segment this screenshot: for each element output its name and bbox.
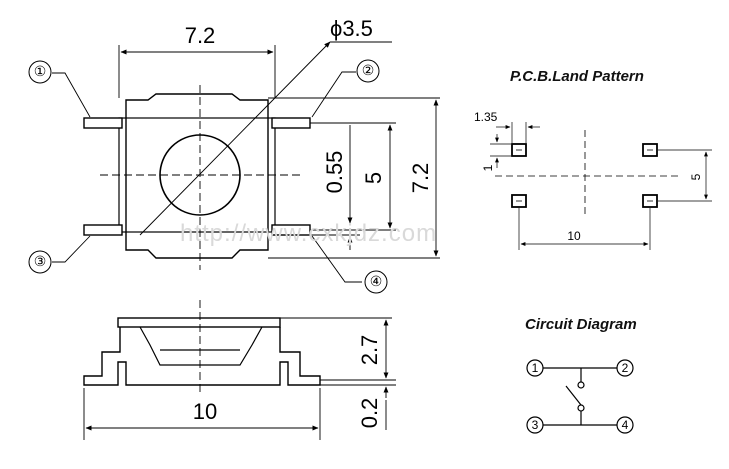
pcb-land-pattern	[490, 122, 712, 250]
pcb-vertical-label: 5	[689, 173, 703, 180]
pin-3-leader	[52, 235, 91, 263]
side-length-label: 10	[193, 399, 217, 424]
terminal-2-number: 2	[622, 361, 629, 375]
pin-3-marker	[28, 250, 52, 274]
side-dome	[139, 326, 263, 366]
pin-1-leader	[52, 72, 91, 118]
pcb-small-label: 1	[481, 164, 495, 171]
pcb-pad-2	[642, 143, 658, 157]
terminal-4-number: 4	[622, 418, 629, 432]
pcb-horizontal-label: 10	[567, 229, 581, 243]
pin-2-number: ②	[362, 62, 375, 78]
pin-2-marker	[356, 59, 380, 83]
circuit-diagram	[526, 359, 634, 434]
pcb-pad-1	[511, 143, 527, 157]
watermark-text: http://www.cxkjdz.com	[180, 220, 437, 247]
pin-1-number: ①	[34, 63, 47, 79]
pin-1-marker	[28, 60, 52, 84]
diameter-leader	[139, 41, 331, 236]
height-label: 7.2	[408, 163, 433, 194]
pin-4-leader	[311, 235, 362, 283]
side-height-label: 2.7	[357, 335, 382, 366]
switch-blade	[565, 385, 582, 406]
standoff-label: 0.2	[357, 398, 382, 429]
circuit-title: Circuit Diagram	[525, 316, 637, 333]
top-view	[28, 41, 440, 294]
pin-width-label: 0.55	[322, 151, 347, 194]
pcb-pad-label: 1.35	[474, 110, 498, 124]
width-label: 7.2	[185, 23, 216, 48]
pin-2-leader	[311, 71, 356, 118]
side-view	[83, 300, 396, 440]
pin-4-number: ④	[370, 273, 383, 289]
pcb-pad-4	[642, 194, 658, 208]
pin-3-number: ③	[34, 253, 47, 269]
side-actuator-plate	[117, 317, 281, 328]
pin-4-marker	[364, 270, 388, 294]
terminal-3-number: 3	[532, 418, 539, 432]
side-body	[83, 327, 321, 386]
diameter-label: ϕ3.5	[330, 16, 373, 41]
pitch-label: 5	[361, 172, 386, 184]
pcb-title: P.C.B.Land Pattern	[510, 68, 644, 85]
switch-body-outline	[125, 93, 269, 259]
terminal-1-number: 1	[532, 361, 539, 375]
pin-2	[271, 117, 311, 129]
pin-3	[83, 224, 123, 236]
pin-1	[83, 117, 123, 129]
pcb-pad-3	[511, 194, 527, 208]
